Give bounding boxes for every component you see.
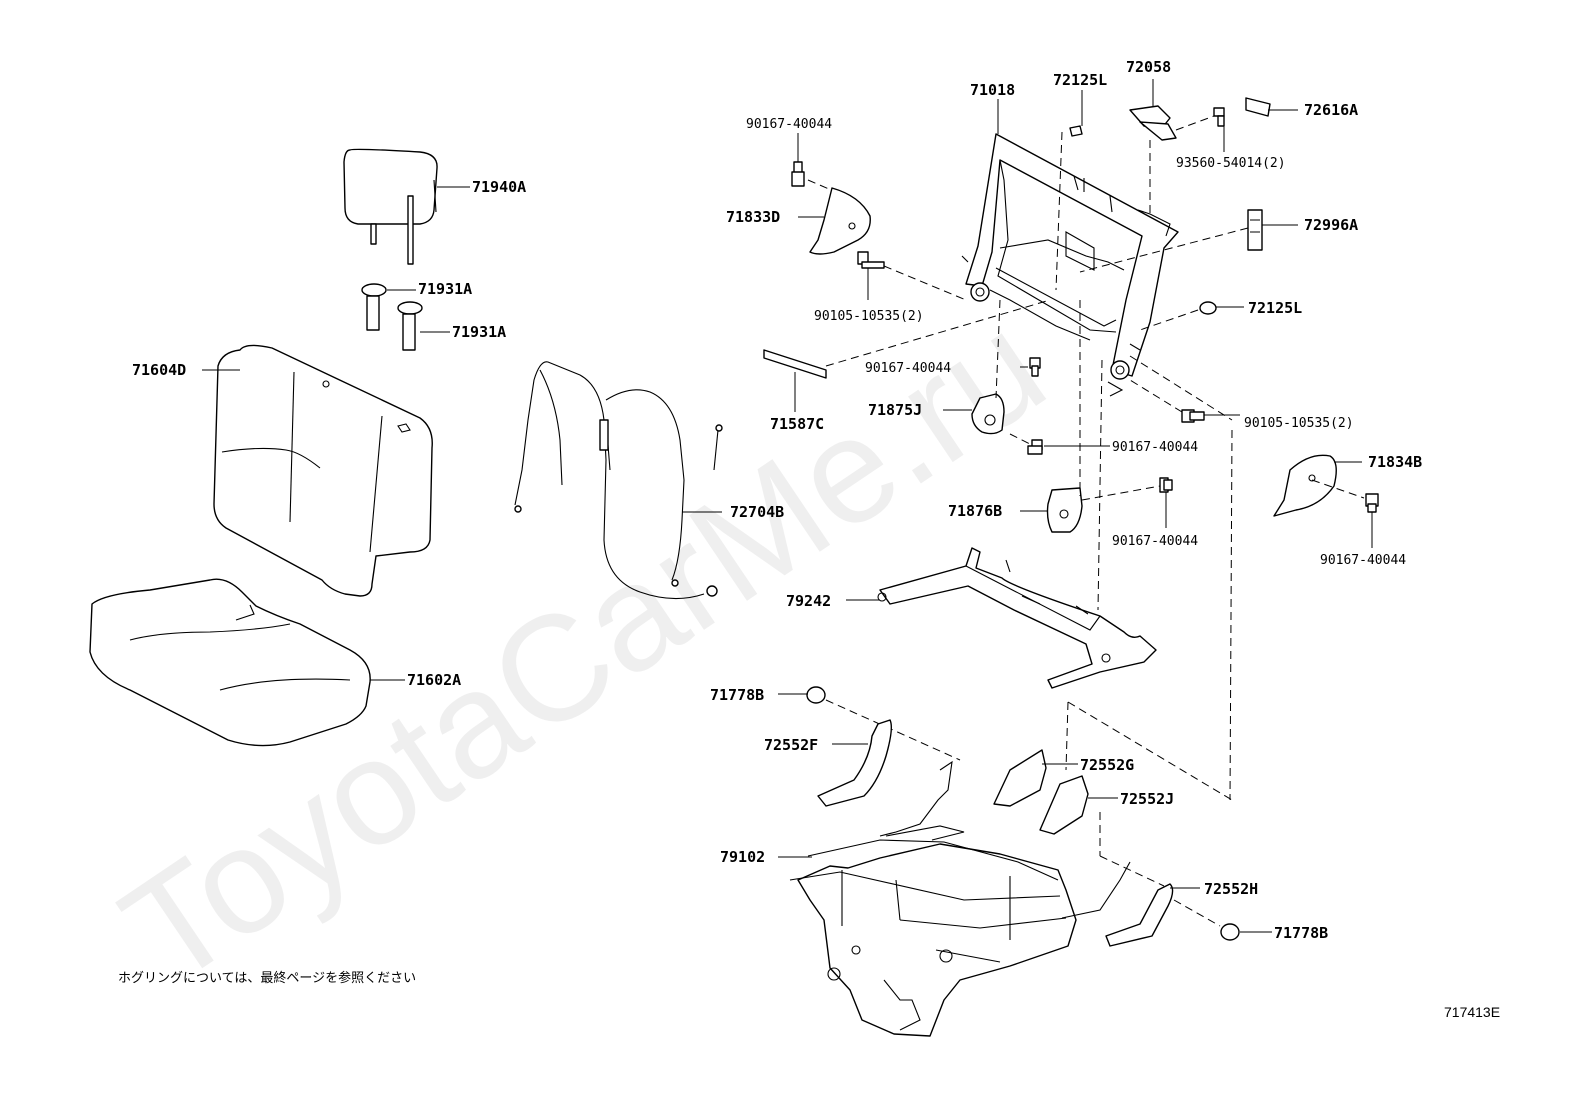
- part-number-label: 72125L: [1248, 299, 1302, 317]
- part-number-label: 71587C: [770, 415, 824, 433]
- bolt-part: [1027, 439, 1043, 455]
- part-number-label: 79242: [786, 592, 831, 610]
- seat-adjuster-part: [877, 547, 1157, 689]
- screw-part: [1213, 107, 1225, 127]
- cable-assembly-part: [514, 361, 723, 600]
- part-number-label: 90167-40044: [865, 361, 951, 376]
- part-number-label: 72125L: [1053, 71, 1107, 89]
- part-number-label: 72552J: [1120, 790, 1174, 808]
- bolt-part: [857, 251, 885, 269]
- part-number-label: 72552H: [1204, 880, 1258, 898]
- bolt-part: [1181, 409, 1205, 423]
- bolt-part: [1029, 357, 1041, 377]
- headrest-support-part: [361, 283, 423, 351]
- part-number-label: 72058: [1126, 58, 1171, 76]
- part-number-label: 90167-40044: [1320, 553, 1406, 568]
- part-number-label: 71875J: [868, 401, 922, 419]
- plate-part: [1245, 97, 1271, 117]
- part-number-label: 71940A: [472, 178, 526, 196]
- part-number-label: 90105-10535(2): [814, 309, 924, 324]
- part-number-label: 72552F: [764, 736, 818, 754]
- part-number-label: 90167-40044: [1112, 534, 1198, 549]
- part-number-label: 71018: [970, 81, 1015, 99]
- headrest-part: [343, 148, 438, 265]
- hinge-cover-part: [809, 187, 871, 255]
- strip-part: [763, 349, 827, 379]
- part-number-label: 93560-54014(2): [1176, 156, 1286, 171]
- frame-bracket-part: [1105, 883, 1174, 947]
- frame-bracket-part: [1039, 775, 1089, 835]
- part-number-label: 72552G: [1080, 756, 1134, 774]
- hog-ring-part: [1220, 923, 1240, 941]
- bolt-part: [1365, 493, 1379, 513]
- part-number-label: 71604D: [132, 361, 186, 379]
- part-number-label: 71602A: [407, 671, 461, 689]
- seatback-cover-part: [213, 344, 433, 597]
- clip-part: [1199, 301, 1217, 315]
- part-number-label: 72704B: [730, 503, 784, 521]
- bolt-part: [791, 161, 805, 187]
- latch-part: [1247, 209, 1263, 251]
- part-number-label: 71778B: [710, 686, 764, 704]
- lock-part: [971, 393, 1005, 435]
- part-number-label: 90167-40044: [746, 117, 832, 132]
- part-number-label: 72996A: [1304, 216, 1358, 234]
- frame-bracket-part: [993, 749, 1047, 807]
- part-number-label: 71876B: [948, 502, 1002, 520]
- lock-cover-part: [1046, 487, 1083, 533]
- frame-bracket-part: [817, 719, 893, 807]
- part-number-label: 71931A: [452, 323, 506, 341]
- part-number-label: 71834B: [1368, 453, 1422, 471]
- part-number-label: 90105-10535(2): [1244, 416, 1354, 431]
- bracket-part: [1129, 105, 1177, 141]
- part-number-label: 71931A: [418, 280, 472, 298]
- hinge-cover-part: [1273, 454, 1337, 517]
- part-number-label: 71833D: [726, 208, 780, 226]
- part-number-label: 90167-40044: [1112, 440, 1198, 455]
- seatback-frame-part: [961, 133, 1179, 397]
- seat-cushion-part: [89, 578, 371, 747]
- diagram-code: 717413E: [1444, 1004, 1500, 1020]
- part-number-label: 72616A: [1304, 101, 1358, 119]
- footnote: ホグリングについては、最終ページを参照ください: [118, 970, 416, 986]
- bolt-part: [1159, 477, 1173, 493]
- clip-part: [1069, 125, 1083, 137]
- part-number-label: 71778B: [1274, 924, 1328, 942]
- hog-ring-part: [806, 686, 826, 704]
- part-number-label: 79102: [720, 848, 765, 866]
- seat-frame-part: [789, 760, 1131, 1037]
